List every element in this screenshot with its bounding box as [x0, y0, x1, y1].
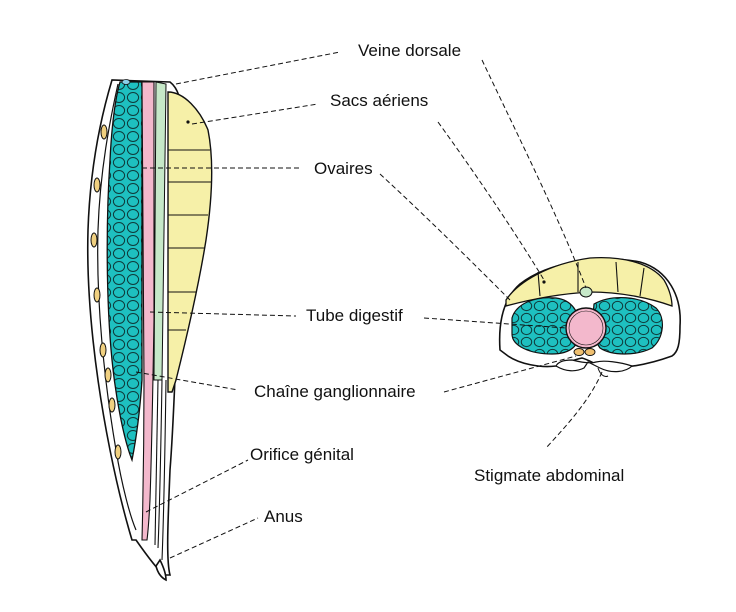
leader-orifice-genital	[145, 459, 249, 513]
labels: Veine dorsale Sacs aériens Ovaires Tube …	[250, 41, 624, 526]
leader-anus	[169, 517, 259, 559]
air-sac-segments	[168, 149, 212, 331]
label-tube-digestif: Tube digestif	[306, 306, 403, 325]
leader-sacs-aeriens-right	[437, 121, 545, 281]
tail-tip	[155, 558, 167, 582]
cross-ganglia-left	[573, 348, 585, 356]
leader-stigmate	[545, 371, 603, 449]
label-chaine-ganglionnaire: Chaîne ganglionnaire	[254, 382, 416, 401]
label-anus: Anus	[264, 507, 303, 526]
leader-sacs-aeriens-left	[191, 103, 319, 125]
leader-lines	[135, 51, 603, 559]
digestive-tube	[141, 81, 155, 541]
cross-section	[498, 256, 681, 377]
longitudinal-section	[86, 79, 213, 582]
label-veine-dorsale: Veine dorsale	[358, 41, 461, 60]
label-sacs-aeriens: Sacs aériens	[330, 91, 428, 110]
label-stigmate-abdominal: Stigmate abdominal	[474, 466, 624, 485]
leader-veine-dorsale-right	[481, 59, 587, 289]
leader-ovaires-right	[379, 173, 511, 301]
cross-ganglia-right	[584, 348, 596, 356]
cross-dorsal-vein	[579, 286, 593, 298]
longitudinal-lines	[154, 379, 167, 561]
fat-body-nodules	[90, 124, 122, 460]
leader-chaine-left	[135, 371, 239, 391]
label-orifice-genital: Orifice génital	[250, 445, 354, 464]
label-ovaires: Ovaires	[314, 159, 373, 178]
leader-veine-dorsale-left	[175, 51, 341, 85]
air-sacs	[167, 91, 213, 393]
leader-tube-digestif-left	[149, 311, 297, 317]
cross-digestive-tube	[565, 307, 607, 349]
cross-air-sacs	[505, 256, 673, 307]
ovaries-mass	[106, 81, 143, 463]
leader-chaine-right	[443, 355, 577, 393]
cross-ventral-fold	[555, 359, 634, 373]
